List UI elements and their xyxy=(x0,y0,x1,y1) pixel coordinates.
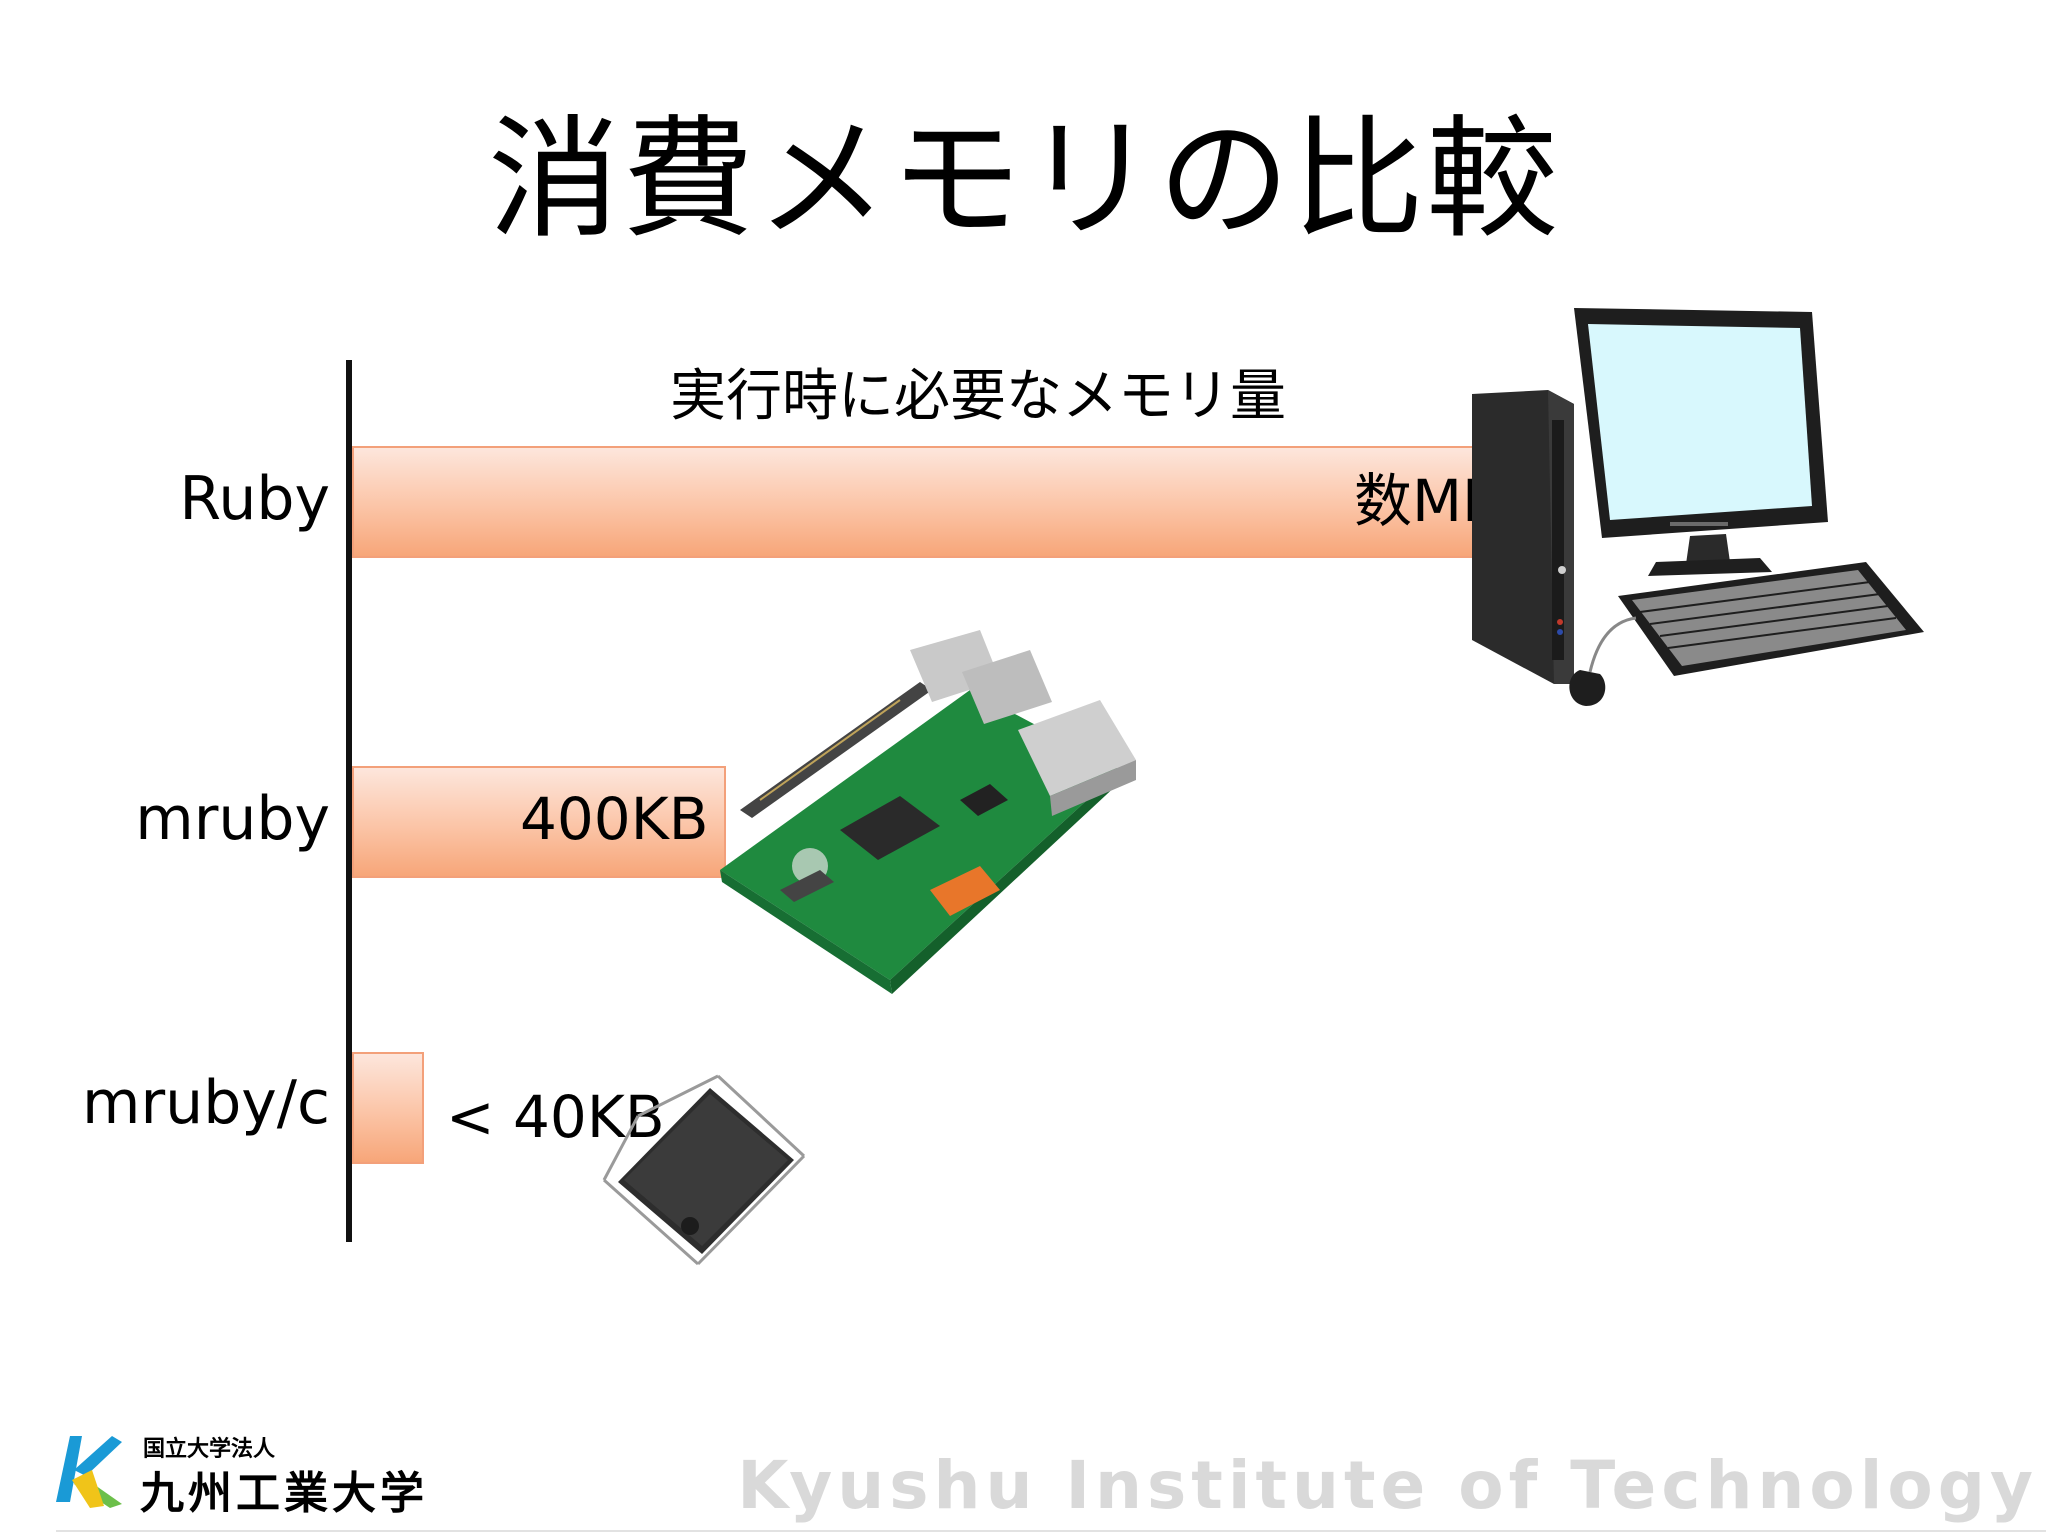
footer-divider xyxy=(56,1530,2046,1532)
bar-ruby xyxy=(352,446,1536,558)
microcontroller-chip-icon xyxy=(602,1074,806,1266)
chart-subtitle: 実行時に必要なメモリ量 xyxy=(670,364,1286,429)
bar-value-mrubyc: < 40KB xyxy=(446,1083,665,1151)
desktop-pc-icon xyxy=(1472,308,1924,706)
org-name: 九州工業大学 xyxy=(140,1468,428,1519)
axis-line xyxy=(346,360,352,1242)
raspberry-pi-icon xyxy=(720,630,1136,994)
bar-value-mruby: 400KB xyxy=(520,785,709,853)
slide-title: 消費メモリの比較 xyxy=(488,103,1560,257)
org-name-en: Kyushu Institute of Technology xyxy=(737,1447,2038,1524)
bar-label-mrubyc: mruby/c xyxy=(82,1068,330,1138)
bar-mrubyc xyxy=(352,1052,424,1164)
bar-mruby xyxy=(352,766,726,878)
bar-label-mruby: mruby xyxy=(135,784,330,854)
bar-label-ruby: Ruby xyxy=(179,464,330,534)
org-small-label: 国立大学法人 xyxy=(143,1437,276,1462)
university-logo-icon xyxy=(56,1436,122,1508)
